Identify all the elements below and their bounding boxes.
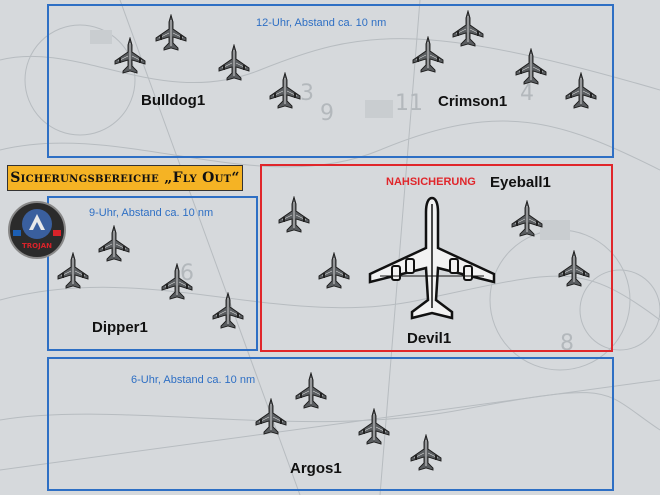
- svg-text:6: 6: [180, 261, 194, 286]
- fighter-jet-icon: [357, 408, 391, 446]
- svg-text:9: 9: [320, 101, 334, 126]
- fighter-jet-icon: [409, 434, 443, 472]
- fighter-jet-icon: [217, 44, 251, 82]
- zone-south: [47, 357, 614, 491]
- callsign-devil: Devil1: [407, 330, 452, 347]
- fighter-jet-icon: [113, 37, 147, 75]
- fighter-jet-icon: [268, 72, 302, 110]
- zone-close: [260, 164, 613, 352]
- fighter-jet-icon: [277, 196, 311, 234]
- fighter-jet-icon: [564, 72, 598, 110]
- title-banner: Sicherungsbereiche „Fly Out“: [7, 165, 243, 191]
- close-zone-caption: NAHSICHERUNG: [386, 176, 476, 188]
- trojan-emblem-icon: TROJAN: [8, 201, 66, 259]
- svg-text:8: 8: [560, 331, 574, 356]
- svg-text:4: 4: [520, 81, 534, 106]
- fighter-jet-icon: [154, 14, 188, 52]
- svg-text:11: 11: [395, 91, 423, 116]
- fighter-jet-icon: [317, 252, 351, 290]
- north-zone-caption: 12-Uhr, Abstand ca. 10 nm: [256, 17, 387, 29]
- callsign-dipper: Dipper1: [92, 319, 148, 336]
- callsign-bulldog: Bulldog1: [141, 92, 206, 109]
- fighter-jet-icon: [451, 10, 485, 48]
- zone-west: [47, 196, 258, 351]
- zone-north: [47, 4, 614, 158]
- fighter-jet-icon: [56, 252, 90, 290]
- callsign-eyeball: Eyeball1: [490, 174, 551, 191]
- fighter-jet-icon: [510, 200, 544, 238]
- fighter-jet-icon: [97, 225, 131, 263]
- fighter-jet-icon: [254, 398, 288, 436]
- fighter-jet-icon: [211, 292, 245, 330]
- airliner-icon: [368, 196, 496, 320]
- svg-text:3: 3: [300, 81, 314, 106]
- fighter-jet-icon: [294, 372, 328, 410]
- west-zone-caption: 9-Uhr, Abstand ca. 10 nm: [89, 207, 214, 219]
- fighter-jet-icon: [411, 36, 445, 74]
- south-zone-caption: 6-Uhr, Abstand ca. 10 nm: [131, 374, 256, 386]
- callsign-crimson: Crimson1: [438, 93, 508, 110]
- fighter-jet-icon: [514, 48, 548, 86]
- emblem-label: TROJAN: [22, 242, 52, 250]
- callsign-argos: Argos1: [290, 460, 342, 477]
- fighter-jet-icon: [160, 263, 194, 301]
- fighter-jet-icon: [557, 250, 591, 288]
